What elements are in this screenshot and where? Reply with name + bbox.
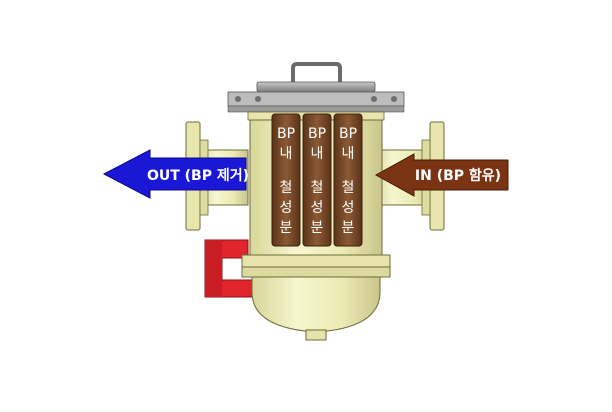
filter-3-line2: 내 bbox=[342, 146, 355, 162]
filter-1-line3: 철 bbox=[280, 180, 293, 196]
in-arrow-label: IN (BP 함유) bbox=[415, 167, 501, 184]
filter-1-line4: 성 bbox=[280, 200, 293, 216]
filter-2-line2: 내 bbox=[311, 146, 324, 162]
filter-2-line1: BP bbox=[308, 126, 326, 142]
filter-elements bbox=[271, 113, 363, 247]
filter-2-line3: 철 bbox=[311, 180, 324, 196]
out-arrow: OUT (BP 제거) bbox=[102, 149, 249, 199]
filter-3-line3: 철 bbox=[342, 180, 355, 196]
lifting-handle bbox=[291, 62, 342, 88]
filter-2-line5: 분 bbox=[311, 220, 324, 236]
filter-element-3 bbox=[333, 113, 363, 247]
filter-3-line1: BP bbox=[339, 126, 357, 142]
bottom-outlet bbox=[305, 329, 327, 341]
filter-3-line5: 분 bbox=[342, 220, 355, 236]
filter-element-2 bbox=[302, 113, 332, 247]
in-arrow: IN (BP 함유) bbox=[374, 153, 509, 197]
filter-2-line4: 성 bbox=[311, 200, 324, 216]
body-flange bbox=[241, 254, 391, 268]
filter-1-line2: 내 bbox=[280, 146, 293, 162]
filter-1-line1: BP bbox=[277, 126, 295, 142]
filter-element-1 bbox=[271, 113, 301, 247]
vessel-bottom-dome bbox=[251, 276, 381, 333]
filter-3-line4: 성 bbox=[342, 200, 355, 216]
out-arrow-label: OUT (BP 제거) bbox=[147, 168, 249, 184]
drain-pipe bbox=[204, 239, 256, 298]
filter-labels: BP 내 철 성 분 BP 내 철 성 분 BP 내 철 성 분 bbox=[277, 126, 357, 236]
filter-1-line5: 분 bbox=[280, 220, 293, 236]
